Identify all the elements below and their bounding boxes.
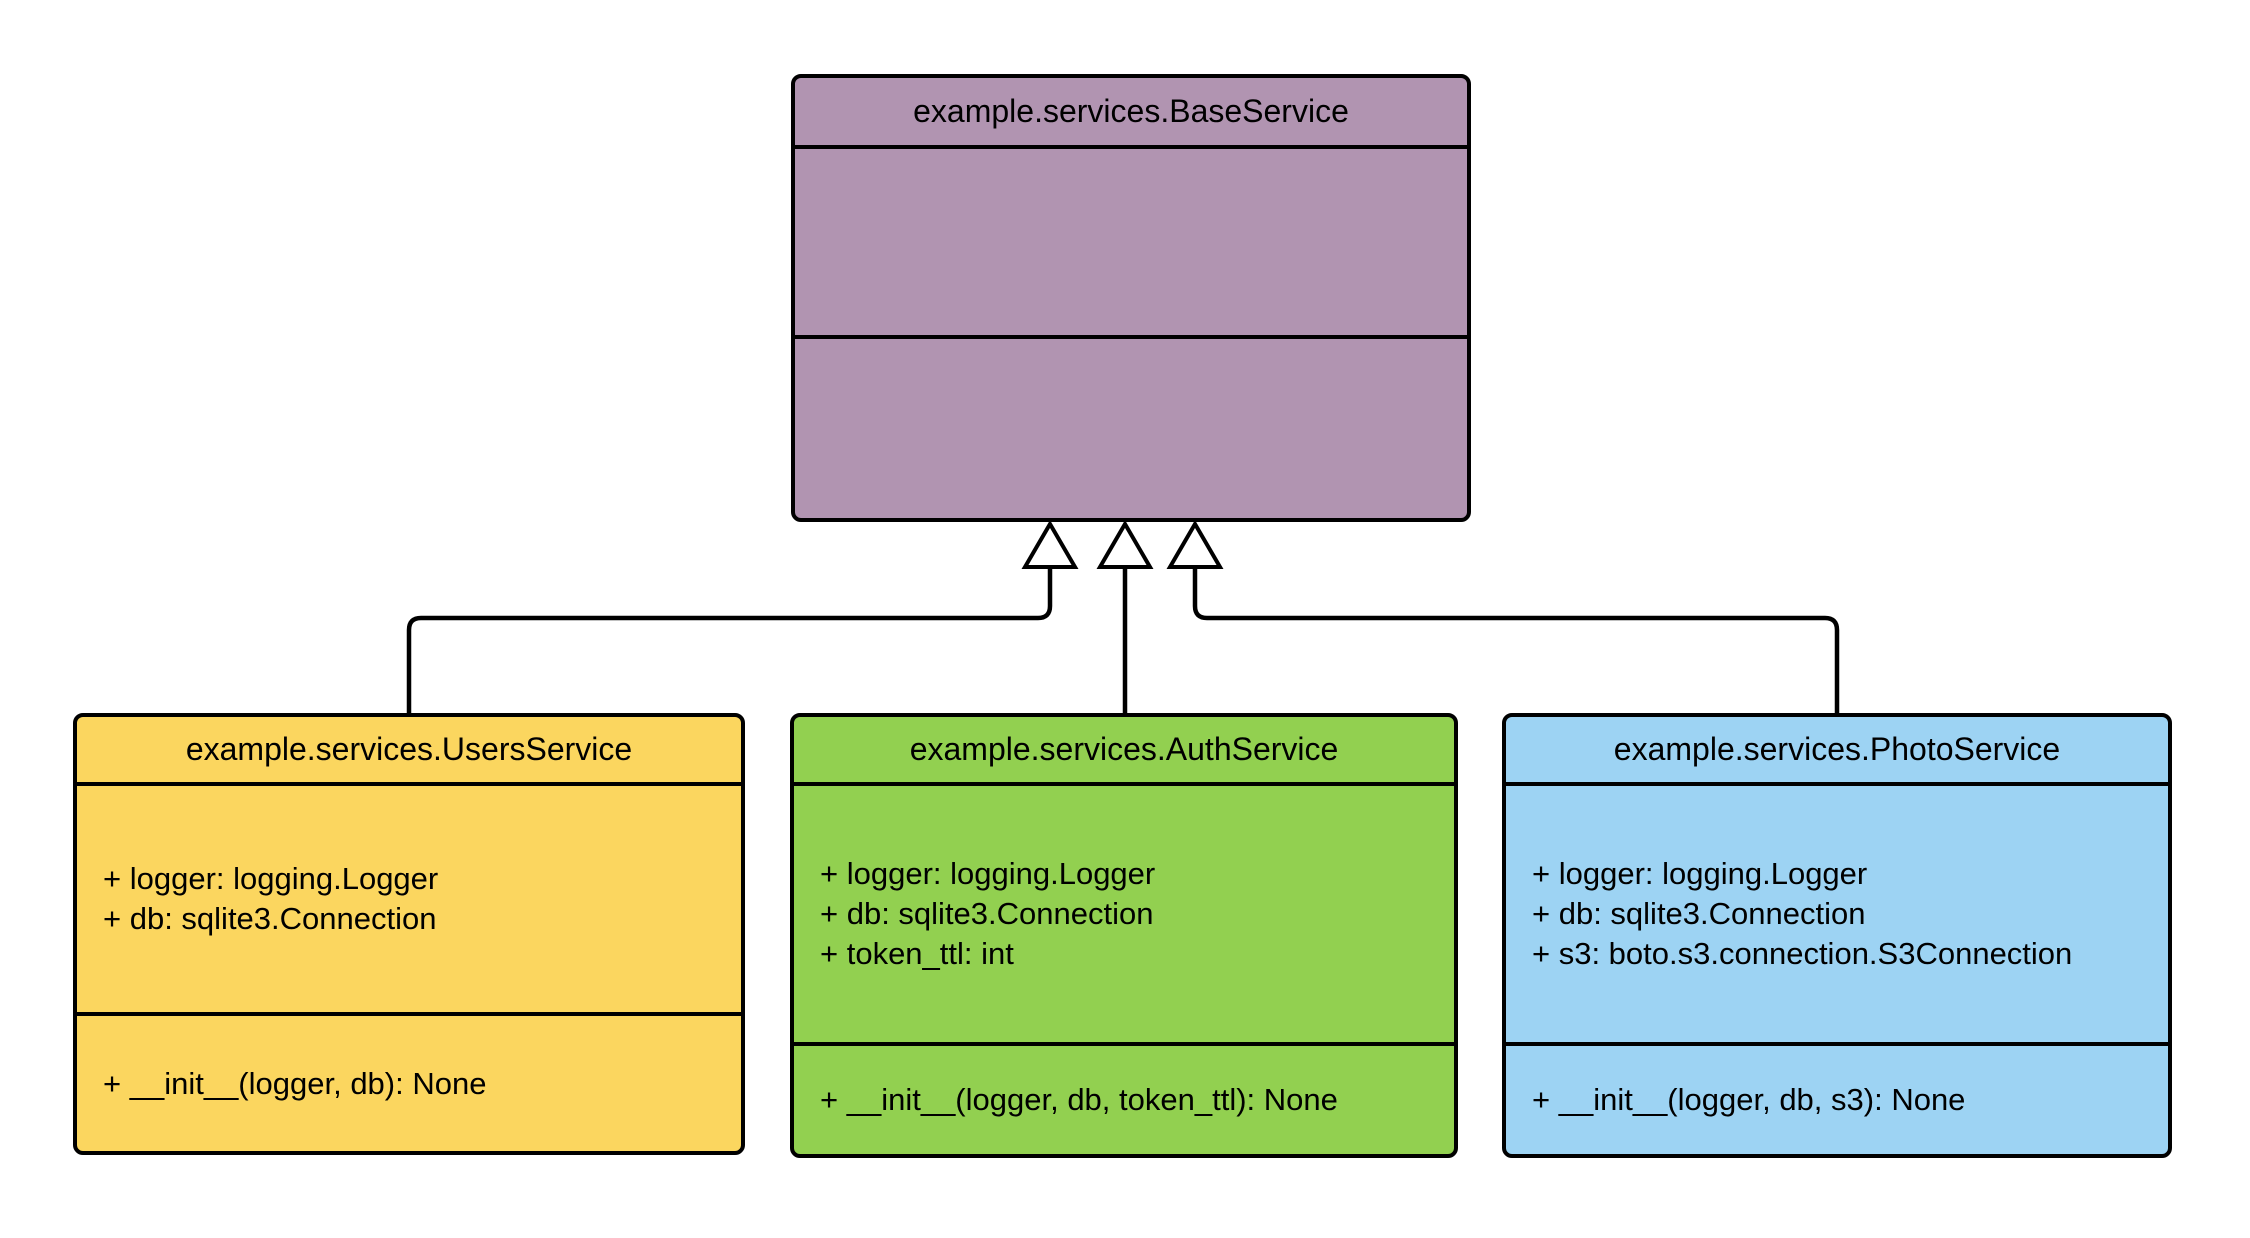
method-line: + __init__(logger, db): None (103, 1065, 487, 1101)
attribute-line: + db: sqlite3.Connection (1532, 896, 1866, 931)
class-box-users-service: example.services.UsersService + logger: … (73, 713, 745, 1155)
attribute-line: + token_ttl: int (820, 936, 1014, 971)
generalization-arrowhead-icon (1021, 520, 1079, 569)
inheritance-connector-photo-to-base (1192, 567, 1840, 713)
attributes-compartment: + logger: logging.Logger + db: sqlite3.C… (794, 786, 1454, 1046)
attributes-compartment: + logger: logging.Logger + db: sqlite3.C… (1506, 786, 2168, 1046)
attributes-compartment (795, 149, 1467, 339)
class-title: example.services.AuthService (794, 717, 1454, 786)
class-title: example.services.PhotoService (1506, 717, 2168, 786)
method-line: + __init__(logger, db, token_ttl): None (820, 1082, 1338, 1117)
class-box-auth-service: example.services.AuthService + logger: l… (790, 713, 1458, 1158)
class-box-photo-service: example.services.PhotoService + logger: … (1502, 713, 2172, 1158)
attribute-line: + logger: logging.Logger (1532, 856, 1868, 891)
methods-compartment (795, 339, 1467, 518)
methods-compartment: + __init__(logger, db, token_ttl): None (794, 1046, 1454, 1154)
attribute-line: + logger: logging.Logger (820, 856, 1156, 891)
class-box-base-service: example.services.BaseService (791, 74, 1471, 522)
methods-compartment: + __init__(logger, db): None (77, 1016, 741, 1151)
methods-compartment: + __init__(logger, db, s3): None (1506, 1046, 2168, 1154)
inheritance-connector-users-to-base (406, 567, 1053, 713)
generalization-arrowhead-icon (1166, 520, 1224, 569)
class-title: example.services.UsersService (77, 717, 741, 786)
attribute-line: + logger: logging.Logger (103, 861, 439, 896)
attribute-line: + s3: boto.s3.connection.S3Connection (1532, 936, 2073, 971)
method-line: + __init__(logger, db, s3): None (1532, 1082, 1966, 1117)
attribute-line: + db: sqlite3.Connection (820, 896, 1154, 931)
class-title: example.services.BaseService (795, 78, 1467, 149)
attributes-compartment: + logger: logging.Logger + db: sqlite3.C… (77, 786, 741, 1016)
generalization-arrowhead-icon (1096, 520, 1154, 569)
attribute-line: + db: sqlite3.Connection (103, 901, 437, 936)
